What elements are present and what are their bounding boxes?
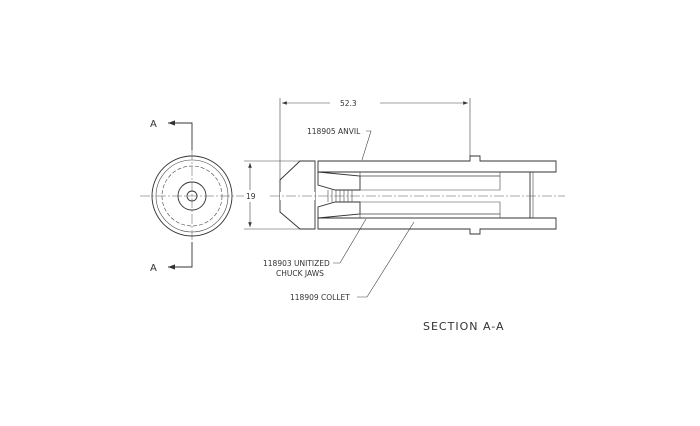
length-dimension: 52.3 bbox=[279, 98, 471, 182]
diameter-dimension: 19 bbox=[244, 160, 300, 230]
section-letter-bottom: A bbox=[150, 263, 157, 274]
svg-text:CHUCK JAWS: CHUCK JAWS bbox=[276, 269, 324, 278]
svg-text:118909 COLLET: 118909 COLLET bbox=[290, 293, 350, 302]
svg-text:118905 ANVIL: 118905 ANVIL bbox=[307, 127, 361, 136]
end-view bbox=[140, 150, 244, 242]
section-letter-top: A bbox=[150, 119, 157, 130]
length-value: 52.3 bbox=[340, 99, 357, 108]
svg-text:118903 UNITIZED: 118903 UNITIZED bbox=[263, 259, 330, 268]
callout-chuck-jaws: 118903 UNITIZED CHUCK JAWS bbox=[263, 218, 367, 278]
diameter-value: 19 bbox=[246, 192, 256, 201]
section-cut-marker: A A bbox=[150, 119, 193, 274]
section-title: SECTION A-A bbox=[423, 320, 505, 333]
callout-anvil: 118905 ANVIL bbox=[307, 127, 372, 161]
section-view bbox=[270, 155, 565, 235]
callout-collet: 118909 COLLET bbox=[290, 221, 415, 302]
